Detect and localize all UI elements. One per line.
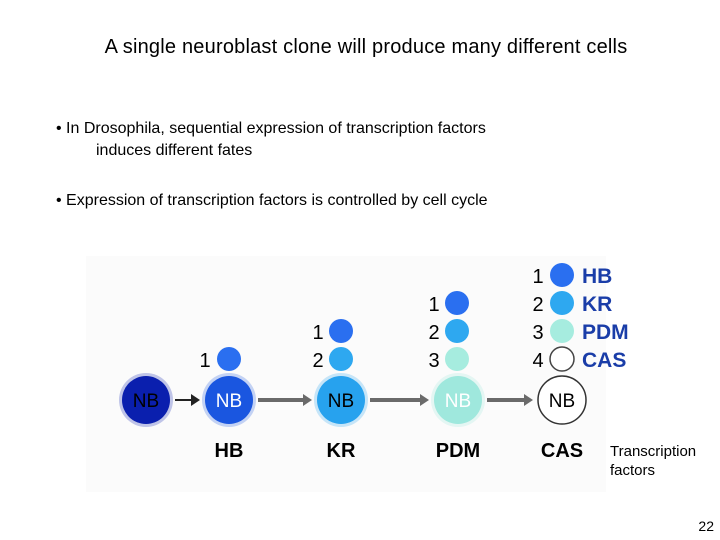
page-number: 22 [698,518,714,534]
bullet-1: • In Drosophila, sequential expression o… [56,118,486,162]
diagram-background [86,256,606,492]
daughter-cell [550,291,574,315]
division-arrowhead [420,394,429,406]
neuroblast-cell [434,376,482,424]
bullet-1-line-2: induces different fates [96,142,253,159]
daughter-cell [445,291,469,315]
neuroblast-cell [122,376,170,424]
birth-order-number: 1 [199,350,210,372]
factor-label: CAS [541,440,583,462]
slide-title: A single neuroblast clone will produce m… [104,36,628,58]
birth-order-number: 3 [428,350,439,372]
legend-factor-label: CAS [582,349,626,372]
bullet-2-text: Expression of transcription factors is c… [66,192,488,209]
bullet-marker: • [56,120,67,137]
neuroblast-label: NB [445,391,471,412]
bullet-2: • Expression of transcription factors is… [56,190,488,212]
birth-order-number: 2 [312,350,323,372]
daughter-cell [217,347,241,371]
bullet-1-line-1: In Drosophila, sequential expression of … [66,120,486,137]
daughter-cell [445,319,469,343]
birth-order-number: 1 [428,294,439,316]
birth-order-number: 2 [428,322,439,344]
legend-factor-label: PDM [582,321,629,344]
neuroblast-label: NB [549,391,575,412]
daughter-cell [445,347,469,371]
daughter-cell [550,319,574,343]
neuroblast-cell [317,376,365,424]
factor-label: KR [327,440,356,462]
legend-factor-label: KR [582,293,612,316]
neuroblast-label: NB [133,391,159,412]
daughter-cell [550,263,574,287]
birth-order-number: 3 [532,322,543,344]
neuroblast-label: NB [328,391,354,412]
bullet-marker: • [56,192,67,209]
division-arrowhead [191,394,200,406]
birth-order-number: 1 [312,322,323,344]
neuroblast-cell [537,375,587,425]
birth-order-number: 2 [532,294,543,316]
daughter-cell [549,346,575,372]
transcription-factors-note: Transcription factors [610,443,697,479]
neuroblast-label: NB [216,391,242,412]
factor-label: PDM [436,440,480,462]
division-arrowhead [524,394,533,406]
legend-factor-label: HB [582,265,612,288]
daughter-cell [329,319,353,343]
birth-order-number: 4 [532,350,543,372]
factor-label: HB [215,440,244,462]
birth-order-number: 1 [532,266,543,288]
daughter-cell [329,347,353,371]
neuroblast-cell [205,376,253,424]
division-arrowhead [303,394,312,406]
